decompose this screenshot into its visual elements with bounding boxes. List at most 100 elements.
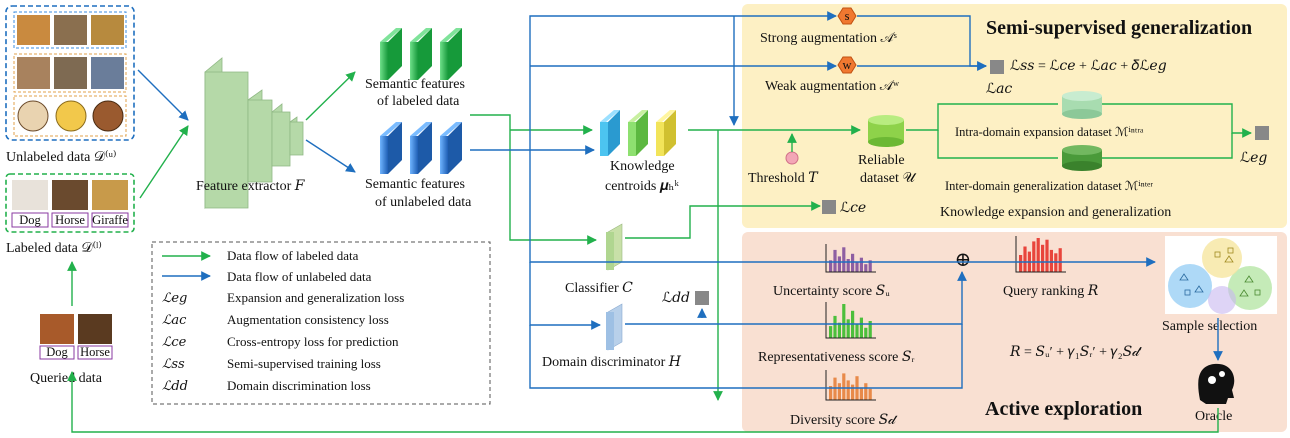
weak-aug-badge-text: w bbox=[842, 58, 851, 72]
labeled-flow-arrows bbox=[67, 71, 1252, 433]
reliable-dataset-cylinder bbox=[868, 115, 904, 147]
weak-aug-badge bbox=[837, 56, 857, 74]
uncertainty-axis bbox=[825, 244, 876, 273]
ranking-bar bbox=[1019, 255, 1023, 272]
representativeness-bar bbox=[855, 324, 859, 338]
diversity-bar bbox=[846, 380, 850, 400]
labeled-tag-giraffe: Giraffe bbox=[92, 213, 128, 227]
inter-dataset-label: Inter-domain generalization dataset ℳⁱⁿᵗ… bbox=[945, 179, 1153, 193]
queried-image-horse bbox=[78, 314, 112, 344]
loss-eg-label: ℒ𝑒𝑔 bbox=[1240, 151, 1267, 166]
representativeness-bar bbox=[842, 304, 846, 338]
active-exploration-title: Active exploration bbox=[985, 398, 1142, 420]
semi-supervised-equation: ℒ𝑠𝑠 = ℒ𝑐𝑒 + ℒ𝑎𝑐 + 𝛿ℒ𝑒𝑔 bbox=[1010, 59, 1167, 74]
labeled-image-horse bbox=[52, 180, 88, 210]
uncertainty-bar bbox=[837, 256, 841, 272]
unlabeled-flow-arrows bbox=[137, 11, 1223, 389]
uncertainty-bar bbox=[829, 260, 833, 272]
representativeness-label: Representativeness score 𝑆ᵣ bbox=[758, 350, 915, 365]
semantic-unlabeled-label-1: Semantic features bbox=[365, 177, 465, 192]
legend-item-0-text: Data flow of labeled data bbox=[227, 248, 359, 263]
ranking-axis bbox=[1015, 236, 1066, 273]
semantic-labeled-label-2: of labeled data bbox=[377, 94, 460, 109]
reliable-label-2: dataset 𝒰 bbox=[860, 171, 917, 186]
ranking-equation: 𝑅 = 𝑆ᵤ′ + 𝛾₁𝑆ᵣ′ + 𝛾₂𝑆𝒹′ bbox=[1009, 345, 1142, 360]
legend-item-3-text: Augmentation consistency loss bbox=[227, 312, 389, 327]
uncertainty-bar bbox=[868, 260, 872, 272]
centroids-label-1: Knowledge bbox=[610, 159, 675, 174]
diversity-bar bbox=[868, 388, 872, 400]
legend-arrows bbox=[162, 251, 211, 281]
representativeness-bar bbox=[864, 327, 868, 338]
strong-aug-label: Strong augmentation 𝒜ˢ bbox=[760, 31, 897, 46]
uncertainty-bar bbox=[864, 264, 868, 272]
semantic-labeled-label-1: Semantic features bbox=[365, 77, 465, 92]
legend-item-4-key: ℒ𝑐𝑒 bbox=[162, 334, 187, 349]
oracle-icon bbox=[1198, 363, 1235, 404]
ranking-bar bbox=[1023, 246, 1027, 272]
unlabeled-feature-blocks bbox=[380, 122, 462, 174]
legend-item-4-text: Cross-entropy loss for prediction bbox=[227, 334, 399, 349]
sample-selection-graphic bbox=[1165, 236, 1277, 314]
unlabeled-image-row-2 bbox=[13, 53, 127, 93]
legend: Data flow of labeled data Data flow of u… bbox=[162, 248, 404, 393]
reliable-label-1: Reliable bbox=[858, 153, 905, 168]
threshold-marker bbox=[785, 151, 799, 165]
uncertainty-bar bbox=[846, 259, 850, 272]
centroids-label-2: centroids 𝝁ₕᵏ bbox=[605, 179, 679, 194]
diversity-bar bbox=[833, 377, 837, 400]
classifier-label: Classifier 𝐶 bbox=[565, 281, 633, 296]
strong-aug-badge-text: s bbox=[845, 9, 850, 23]
diversity-bar bbox=[859, 387, 863, 400]
labeled-tag-horse: Horse bbox=[55, 213, 85, 227]
loss-ce-label: ℒ𝑐𝑒 bbox=[840, 201, 866, 216]
loss-dd-label: ℒ𝑑𝑑 bbox=[662, 291, 690, 306]
loss-ce-icon bbox=[822, 200, 836, 214]
oracle-label: Oracle bbox=[1195, 409, 1232, 424]
discriminator-label: Domain discriminator 𝐻 bbox=[542, 355, 682, 370]
labeled-image-dog bbox=[12, 180, 48, 210]
discriminator-block bbox=[606, 303, 623, 351]
uncertainty-bar bbox=[855, 261, 859, 272]
diversity-bar bbox=[837, 383, 841, 400]
feature-extractor-label: Feature extractor 𝐹 bbox=[196, 179, 306, 194]
loss-dd-icon bbox=[695, 291, 709, 305]
diversity-label: Diversity score 𝑆𝒹 bbox=[790, 413, 898, 428]
semantic-unlabeled-label-2: of unlabeled data bbox=[375, 195, 472, 210]
diversity-bar bbox=[829, 386, 833, 400]
ranking-bar bbox=[1041, 244, 1045, 272]
legend-item-2-key: ℒ𝑒𝑔 bbox=[162, 290, 187, 305]
uncertainty-bar bbox=[851, 253, 855, 272]
diversity-bar bbox=[851, 384, 855, 400]
labeled-feature-blocks bbox=[380, 28, 462, 80]
ranking-bar bbox=[1058, 248, 1062, 272]
uncertainty-bar bbox=[842, 247, 846, 272]
ranking-bar bbox=[1036, 238, 1040, 272]
active-exploration-panel bbox=[742, 232, 1287, 432]
intra-dataset-cylinder bbox=[1062, 91, 1102, 119]
threshold-label: Threshold 𝑇 bbox=[748, 171, 819, 186]
classifier-block bbox=[606, 223, 623, 271]
representativeness-bar bbox=[859, 317, 863, 338]
semi-supervised-title: Semi-supervised generalization bbox=[986, 17, 1252, 39]
unlabeled-data-box bbox=[5, 5, 135, 141]
legend-item-1-text: Data flow of unlabeled data bbox=[227, 269, 372, 284]
diversity-bar bbox=[864, 383, 868, 400]
strong-aug-badge bbox=[837, 7, 857, 25]
ranking-bar bbox=[1049, 249, 1053, 272]
loss-ac-icon bbox=[990, 60, 1004, 74]
unlabeled-data-label: Unlabeled data 𝒟⁽ᵘ⁾ bbox=[6, 150, 117, 165]
diversity-axis bbox=[825, 370, 876, 401]
loss-ac-label: ℒ𝑎𝑐 bbox=[986, 82, 1012, 97]
queried-data-label: Queried data bbox=[30, 371, 103, 386]
legend-item-6-text: Domain discrimination loss bbox=[227, 378, 371, 393]
labeled-data-label: Labeled data 𝒟⁽ˡ⁾ bbox=[6, 241, 102, 256]
representativeness-bar bbox=[837, 322, 841, 338]
legend-box bbox=[151, 241, 491, 405]
feature-extractor-shape bbox=[204, 57, 304, 210]
labeled-tag-dog: Dog bbox=[19, 213, 41, 227]
legend-item-5-key: ℒ𝑠𝑠 bbox=[162, 356, 185, 371]
legend-item-2-text: Expansion and generalization loss bbox=[227, 290, 404, 305]
query-ranking-label: Query ranking 𝑅 bbox=[1003, 284, 1099, 299]
